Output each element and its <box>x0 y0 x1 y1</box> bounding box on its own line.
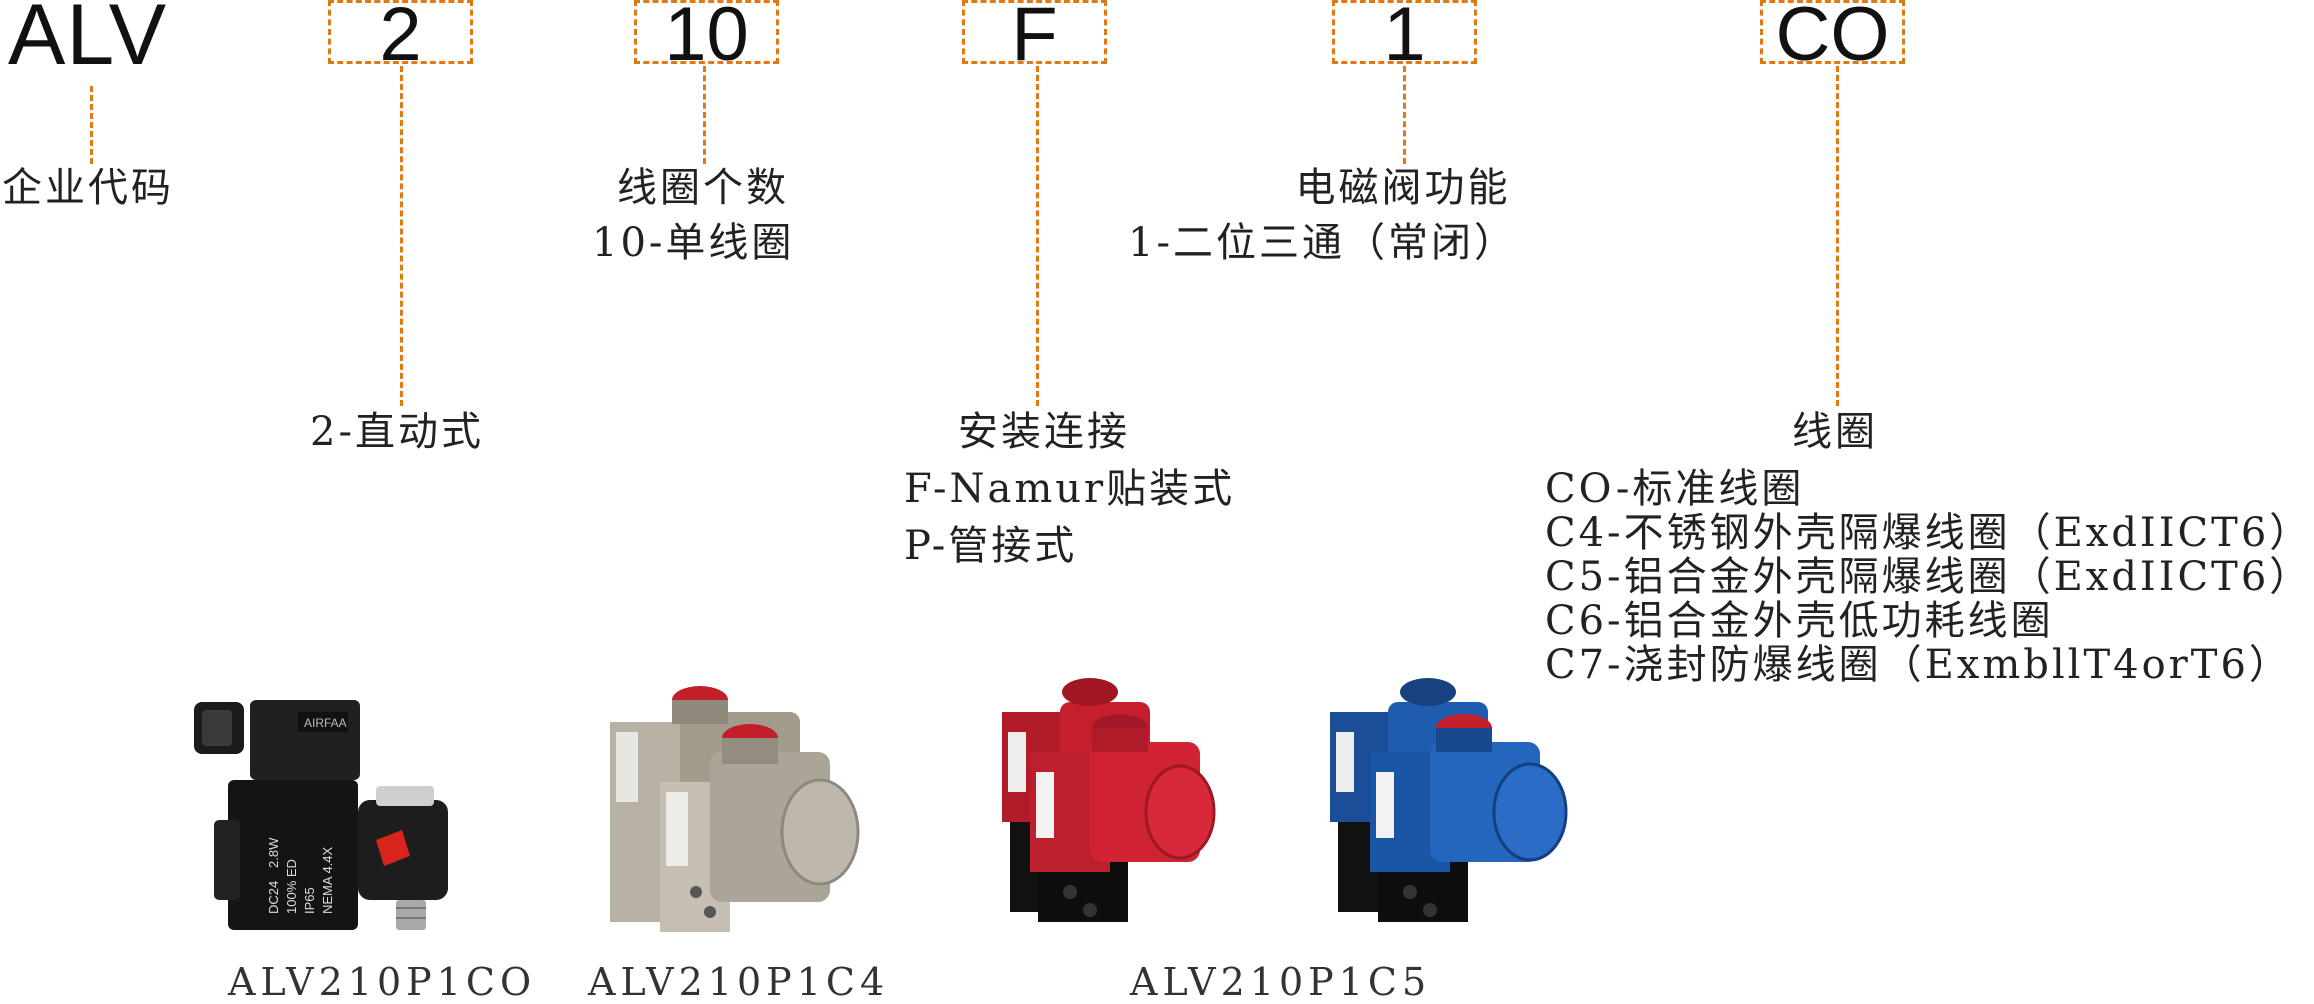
connector-action <box>400 66 403 406</box>
product-image-blue-valve <box>1330 678 1568 922</box>
label-mount-option-1: F-Namur贴装式 <box>904 466 1236 512</box>
label-coil-option-2: C4-不锈钢外壳隔爆线圈（ExdIICT6） <box>1545 510 2313 556</box>
label-coil-count-title: 线圈个数 <box>617 165 789 211</box>
coil-nema-text: NEMA 4.4X <box>320 846 335 914</box>
code-box-coil: CO <box>1760 0 1905 73</box>
code-box-mount: F <box>962 0 1107 73</box>
svg-text:AIRFAA: AIRFAA <box>304 716 347 730</box>
coil-voltage-text: DC24 <box>266 881 281 914</box>
label-coil-option-4: C6-铝合金外壳低功耗线圈 <box>1545 598 2054 644</box>
product-image-standard-valve: AIRFAA DC24 2.8W 100% ED IP65 NEMA 4.4X <box>194 700 448 930</box>
code-box-coil-count: 10 <box>634 0 779 73</box>
code-box-action: 2 <box>328 0 473 73</box>
connector-coil <box>1836 66 1839 406</box>
code-box-function: 1 <box>1332 0 1477 73</box>
connector-company <box>90 86 93 164</box>
label-mount-title: 安装连接 <box>958 409 1130 455</box>
label-coil-option-3: C5-铝合金外壳隔爆线圈（ExdIICT6） <box>1545 554 2313 600</box>
coil-duty-text: 100% ED <box>284 859 299 914</box>
product-caption-2: ALV210P1C4 <box>588 960 890 1004</box>
product-caption-3: ALV210P1C5 <box>1130 960 1432 1004</box>
brand-code: ALV <box>8 0 168 83</box>
label-coil-title: 线圈 <box>1792 409 1878 455</box>
label-function-option: 1-二位三通（常闭） <box>1128 220 1517 266</box>
product-caption-1: ALV210P1CO <box>228 960 537 1004</box>
connector-mount <box>1036 66 1039 406</box>
label-company: 企业代码 <box>2 165 174 211</box>
label-coil-option-1: CO-标准线圈 <box>1545 466 1805 512</box>
label-coil-option-5: C7-浇封防爆线圈（ExmbllT4orT6） <box>1545 642 2292 688</box>
product-image-red-valve <box>1002 678 1216 922</box>
label-action: 2-直动式 <box>310 409 484 455</box>
connector-coil-count <box>703 66 706 164</box>
label-function-title: 电磁阀功能 <box>1295 165 1511 211</box>
product-image-stainless-valve <box>610 686 860 932</box>
label-coil-count-option: 10-单线圈 <box>592 220 795 266</box>
label-mount-option-2: P-管接式 <box>904 523 1078 569</box>
coil-power-text: 2.8W <box>266 837 281 868</box>
coil-ip-text: IP65 <box>302 887 317 914</box>
connector-function <box>1403 66 1406 164</box>
